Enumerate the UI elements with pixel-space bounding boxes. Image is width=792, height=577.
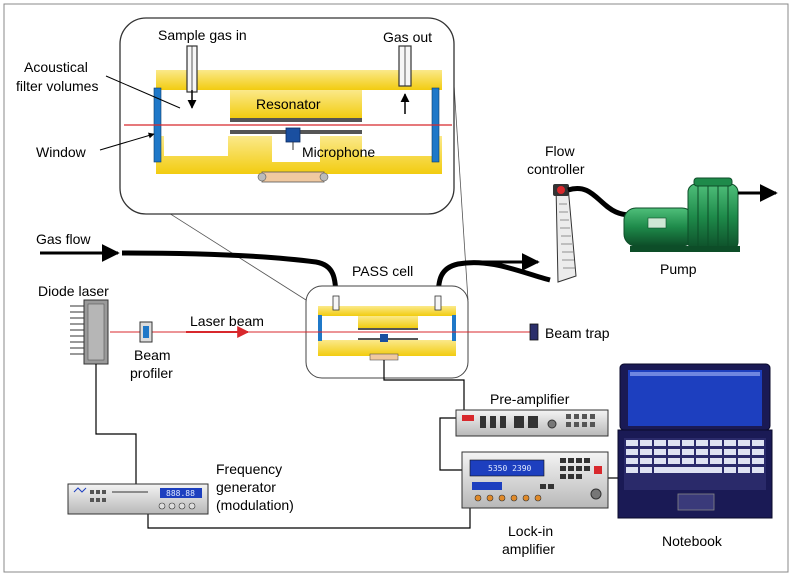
cable-generator-to-lockin bbox=[147, 500, 471, 529]
microphone-icon bbox=[285, 127, 301, 143]
label-gas-out: Gas out bbox=[383, 29, 432, 45]
label-frequency-2: generator bbox=[216, 479, 276, 495]
label-lock-in-2: amplifier bbox=[502, 541, 555, 557]
diode-laser-icon bbox=[70, 299, 109, 365]
label-diode-laser: Diode laser bbox=[38, 283, 109, 299]
label-pre-amplifier: Pre-amplifier bbox=[490, 391, 570, 407]
beam-profiler-icon bbox=[139, 321, 153, 343]
inset-cell bbox=[124, 45, 452, 183]
label-sample-gas-in: Sample gas in bbox=[158, 27, 247, 43]
label-flow-controller-2: controller bbox=[527, 161, 585, 177]
frequency-display: 888.88 bbox=[166, 489, 195, 498]
leader-acoustical bbox=[105, 75, 181, 109]
label-lock-in-1: Lock-in bbox=[508, 523, 553, 539]
flow-controller-icon bbox=[553, 184, 577, 283]
label-resonator: Resonator bbox=[256, 96, 321, 112]
label-beam-profiler-2: profiler bbox=[130, 365, 173, 381]
label-acoustical-1: Acoustical bbox=[24, 59, 88, 75]
outlet-hose bbox=[435, 260, 551, 301]
label-notebook: Notebook bbox=[662, 533, 723, 549]
beam-trap-icon bbox=[529, 323, 539, 341]
label-beam-trap: Beam trap bbox=[545, 325, 610, 341]
pre-amplifier-icon bbox=[455, 409, 609, 437]
label-frequency-3: (modulation) bbox=[216, 497, 294, 513]
leader-window bbox=[99, 132, 155, 151]
zoom-line-right bbox=[451, 53, 469, 301]
label-beam-profiler-1: Beam bbox=[134, 347, 171, 363]
label-gas-flow: Gas flow bbox=[36, 231, 91, 247]
pass-cell-icon bbox=[318, 295, 456, 361]
cable-preamp-to-lockin bbox=[439, 417, 462, 471]
label-laser-beam: Laser beam bbox=[190, 313, 264, 329]
connector-icon bbox=[261, 171, 325, 183]
label-window: Window bbox=[36, 144, 87, 160]
pump-icon bbox=[623, 177, 740, 252]
label-frequency-1: Frequency bbox=[216, 461, 282, 477]
label-acoustical-2: filter volumes bbox=[16, 78, 98, 94]
notebook-icon bbox=[617, 363, 773, 519]
label-pass-cell: PASS cell bbox=[352, 263, 413, 279]
label-pump: Pump bbox=[660, 261, 697, 277]
lock-in-amplifier-icon: 5350 2390 bbox=[461, 451, 609, 509]
label-microphone: Microphone bbox=[302, 144, 375, 160]
inlet-hose bbox=[121, 250, 339, 301]
cable-cell-to-preamp bbox=[383, 360, 465, 410]
resonator-upper bbox=[230, 90, 362, 118]
lock-in-display: 5350 2390 bbox=[488, 464, 532, 473]
frequency-generator-icon: 888.88 bbox=[67, 483, 209, 515]
label-flow-controller-1: Flow bbox=[545, 143, 575, 159]
cable-laser-to-generator bbox=[95, 364, 137, 498]
